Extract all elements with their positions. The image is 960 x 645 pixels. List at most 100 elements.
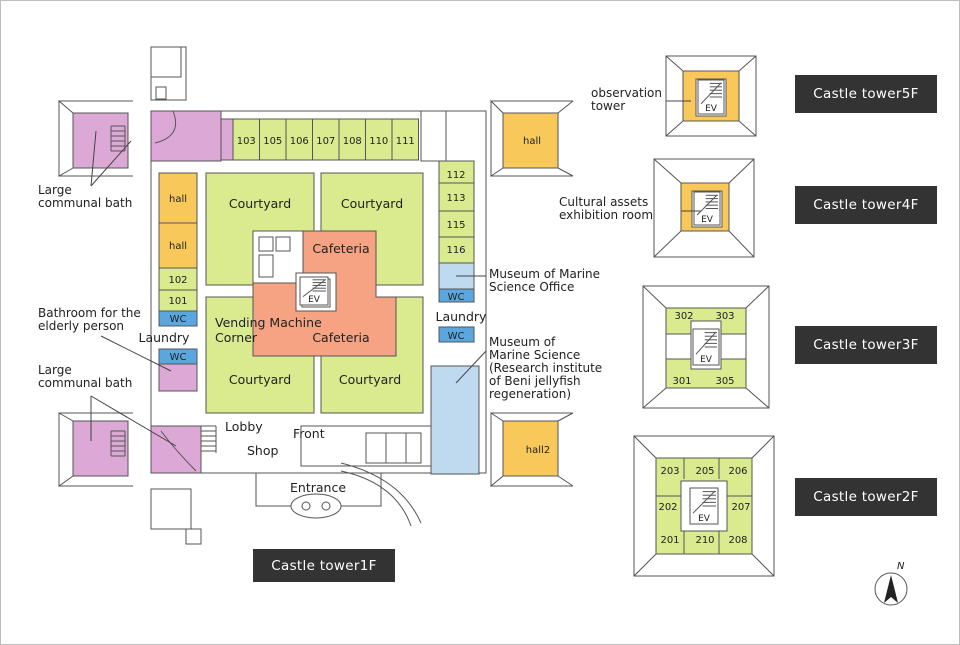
room-206: 206 (728, 466, 747, 477)
room-302: 302 (674, 311, 693, 322)
label-large-bath-bottom: Large communal bath (38, 364, 132, 390)
laundry-right: Laundry (436, 309, 488, 324)
courtyard-se-label: Courtyard (339, 372, 401, 387)
wc-right-2: WC (448, 331, 465, 342)
hall-left-2-label: hall (169, 241, 187, 252)
room-208: 208 (728, 535, 747, 546)
room-106: 106 (290, 136, 309, 147)
compass-needle-icon (884, 575, 898, 603)
hall-right-label: hall (523, 136, 541, 147)
hall2-label: hall2 (526, 445, 550, 456)
ev-label: EV (701, 215, 714, 225)
castle-tower-4f-button[interactable]: Castle tower4F (795, 186, 937, 224)
courtyard-nw-label: Courtyard (229, 196, 291, 211)
wc-left-1: WC (170, 314, 187, 325)
bath-top-left (150, 110, 222, 162)
room-box (232, 118, 260, 161)
stair-diagonal (302, 279, 326, 297)
laundry-left: Laundry (139, 330, 191, 345)
castle-tower-2f-button[interactable]: Castle tower2F (795, 478, 937, 516)
label-line: elderly person (38, 319, 125, 333)
label-line: Museum of Marine (489, 267, 601, 281)
ev-label: EV (700, 355, 713, 365)
vending-label-1: Vending Machine (215, 315, 322, 330)
room-201: 201 (660, 535, 679, 546)
label-line: Large (38, 183, 72, 197)
castle-tower-1f-button[interactable]: Castle tower1F (253, 549, 395, 582)
room-103: 103 (237, 136, 256, 147)
room-111: 111 (396, 136, 415, 147)
elevator-stairs: EV EV EV EV EV (299, 79, 725, 525)
room-113: 113 (446, 193, 465, 204)
label-line: communal bath (38, 376, 133, 390)
label-line: observation (591, 86, 662, 100)
hall-left-1 (158, 172, 198, 224)
castle-tower-5f-button[interactable]: Castle tower5F (795, 75, 937, 113)
label-line: tower (591, 99, 626, 113)
label-museum: Museum of Marine Science (Research insti… (489, 336, 602, 401)
room-205: 205 (695, 466, 714, 477)
room-116: 116 (446, 245, 465, 256)
label-line: Bathroom for the (38, 306, 141, 320)
room-203: 203 (660, 466, 679, 477)
hall-right (502, 112, 559, 169)
label-line: exhibition room (559, 208, 654, 222)
courtyard-sw-label: Courtyard (229, 372, 291, 387)
label-museum-office: Museum of Marine Science Office (489, 268, 600, 294)
wc-right-1: WC (448, 292, 465, 303)
room-112: 112 (446, 170, 465, 181)
ev-label: EV (698, 514, 711, 524)
label-line: of Beni jellyfish (489, 374, 581, 388)
room-107: 107 (316, 136, 335, 147)
courtyard-ne-label: Courtyard (341, 196, 403, 211)
label-line: Cultural assets (559, 195, 649, 209)
stair-diagonal (700, 82, 722, 105)
hall-left-1-label: hall (169, 194, 187, 205)
room-box (365, 118, 393, 161)
ev-label: EV (308, 295, 321, 305)
castle-tower-3f-button[interactable]: Castle tower3F (795, 326, 937, 364)
room-110: 110 (369, 136, 388, 147)
room-305: 305 (715, 376, 734, 387)
room-box (338, 118, 366, 161)
label-observation: observation tower (591, 87, 662, 113)
label-line: Marine Science (489, 348, 581, 362)
room-101: 101 (168, 296, 187, 307)
room-labels: hall hall2 hall hall 102 101 WC WC Laund… (139, 136, 905, 572)
room-303: 303 (715, 311, 734, 322)
room-105: 105 (263, 136, 282, 147)
room-box (391, 118, 419, 161)
shop-label: Shop (247, 443, 279, 458)
ev-label: EV (705, 104, 718, 114)
label-elderly-bath: Bathroom for the elderly person (38, 307, 141, 333)
wc-left-2: WC (170, 352, 187, 363)
label-line: regeneration) (489, 387, 571, 401)
hall-left-2 (158, 222, 198, 269)
cafeteria-label-1: Cafeteria (312, 241, 369, 256)
bath-outer-bottom (72, 420, 129, 477)
room-210: 210 (695, 535, 714, 546)
room-102: 102 (168, 275, 187, 286)
label-line: Science Office (489, 280, 575, 294)
room-108: 108 (343, 136, 362, 147)
room-115: 115 (446, 220, 465, 231)
label-line: communal bath (38, 196, 133, 210)
museum-area (430, 365, 480, 475)
room-202: 202 (658, 502, 677, 513)
label-cultural: Cultural assets exhibition room (559, 196, 653, 222)
cafeteria-label-2: Cafeteria (312, 330, 369, 345)
label-line: Large (38, 363, 72, 377)
room-207: 207 (731, 502, 750, 513)
front-label: Front (293, 426, 325, 441)
vending-label-2: Corner (215, 330, 258, 345)
label-line: Museum of (489, 335, 556, 349)
label-large-bath-top: Large communal bath (38, 184, 132, 210)
room-box (259, 118, 287, 161)
leader-lines (90, 100, 701, 447)
room-301: 301 (672, 376, 691, 387)
hall2 (502, 420, 559, 477)
stair-diagonal (692, 490, 716, 514)
stair-diagonal (696, 194, 718, 216)
label-line: (Research institute (489, 361, 603, 375)
